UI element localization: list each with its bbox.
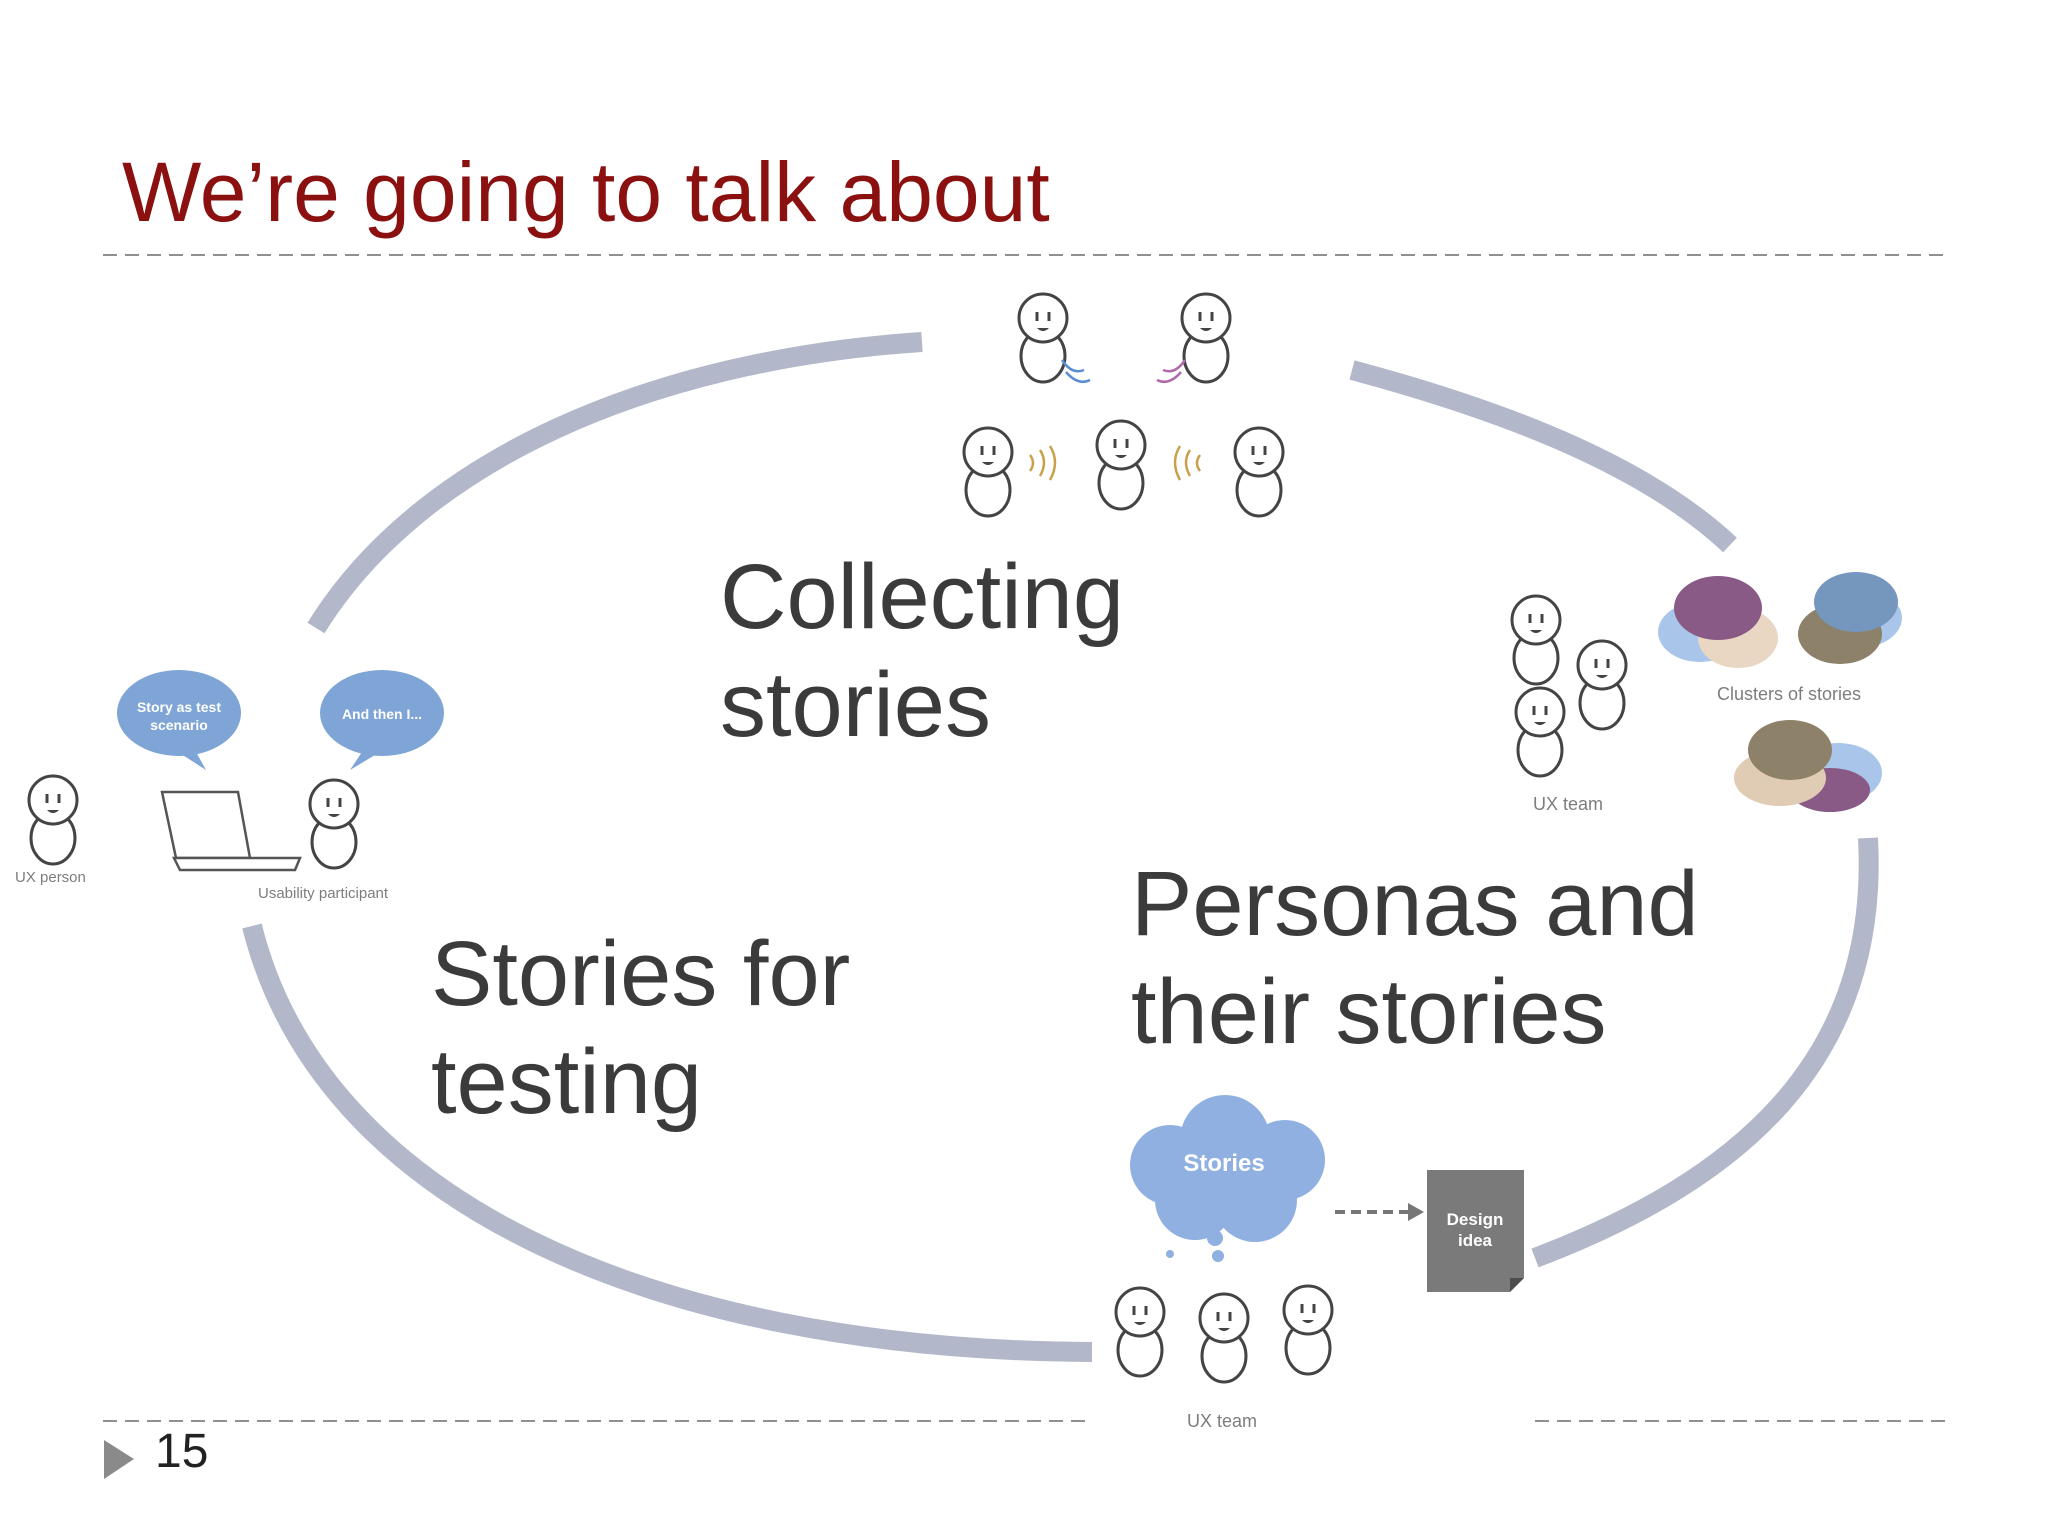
cycle-arcs xyxy=(242,332,1879,1362)
stories-cloud-label: Stories xyxy=(1183,1150,1264,1177)
ux-person-label: UX person xyxy=(15,869,86,886)
testing-illustration xyxy=(27,670,444,872)
cycle-arc-right xyxy=(1531,837,1879,1268)
collecting-illustration xyxy=(962,292,1285,518)
cycle-arc-top-right xyxy=(1349,360,1737,553)
sound-waves-icon xyxy=(1028,359,1202,481)
speech-bubble-icon xyxy=(117,670,241,756)
laptop-icon xyxy=(160,790,302,872)
section-collecting-line-2: stories xyxy=(720,654,991,756)
section-testing-line-1: Stories for xyxy=(431,923,851,1025)
person-icon xyxy=(1017,292,1069,384)
person-icon xyxy=(1576,639,1628,731)
person-icon xyxy=(1180,292,1232,384)
person-icon xyxy=(1198,1292,1250,1384)
triangle-bullet-icon xyxy=(104,1440,134,1479)
usability-participant-label: Usability participant xyxy=(258,885,389,902)
section-personas-line-1: Personas and xyxy=(1131,853,1699,955)
page-number: 15 xyxy=(155,1425,209,1478)
person-icon xyxy=(27,774,79,866)
speech-bubble-icon xyxy=(320,670,444,756)
slide-title: We’re going to talk about xyxy=(122,145,1050,239)
section-collecting-stories: Collecting stories xyxy=(720,543,1124,759)
section-testing: Stories for testing xyxy=(431,920,850,1136)
speech-bubble-icon xyxy=(1658,572,1902,812)
ux-team-bottom-label: UX team xyxy=(1187,1411,1257,1431)
person-icon xyxy=(962,426,1014,518)
personas-illustration xyxy=(1510,572,1902,812)
person-icon xyxy=(1514,686,1566,778)
story-as-test-line-1: Story as test xyxy=(137,699,221,715)
cloud-icon xyxy=(1130,1095,1325,1262)
person-icon xyxy=(1114,1286,1166,1378)
section-personas: Personas and their stories xyxy=(1131,850,1699,1066)
and-then-label: And then I... xyxy=(342,706,422,722)
arrow-icon xyxy=(1335,1203,1424,1221)
cycle-arc-top-left xyxy=(307,332,923,634)
person-icon xyxy=(1095,419,1147,511)
design-idea-line-1: Design xyxy=(1447,1210,1504,1229)
cycle-arc-bottom-left xyxy=(242,923,1093,1362)
person-icon xyxy=(1282,1284,1334,1376)
section-personas-line-2: their stories xyxy=(1131,961,1607,1063)
document-icon xyxy=(1427,1170,1524,1292)
person-icon xyxy=(1510,594,1562,686)
person-icon xyxy=(308,778,360,870)
section-collecting-line-1: Collecting xyxy=(720,546,1124,648)
section-testing-line-2: testing xyxy=(431,1031,703,1133)
story-as-test-line-2: scenario xyxy=(150,717,208,733)
person-icon xyxy=(1233,426,1285,518)
design-idea-line-2: idea xyxy=(1458,1231,1493,1250)
ux-team-right-label: UX team xyxy=(1533,794,1603,814)
clusters-of-stories-label: Clusters of stories xyxy=(1717,684,1861,704)
